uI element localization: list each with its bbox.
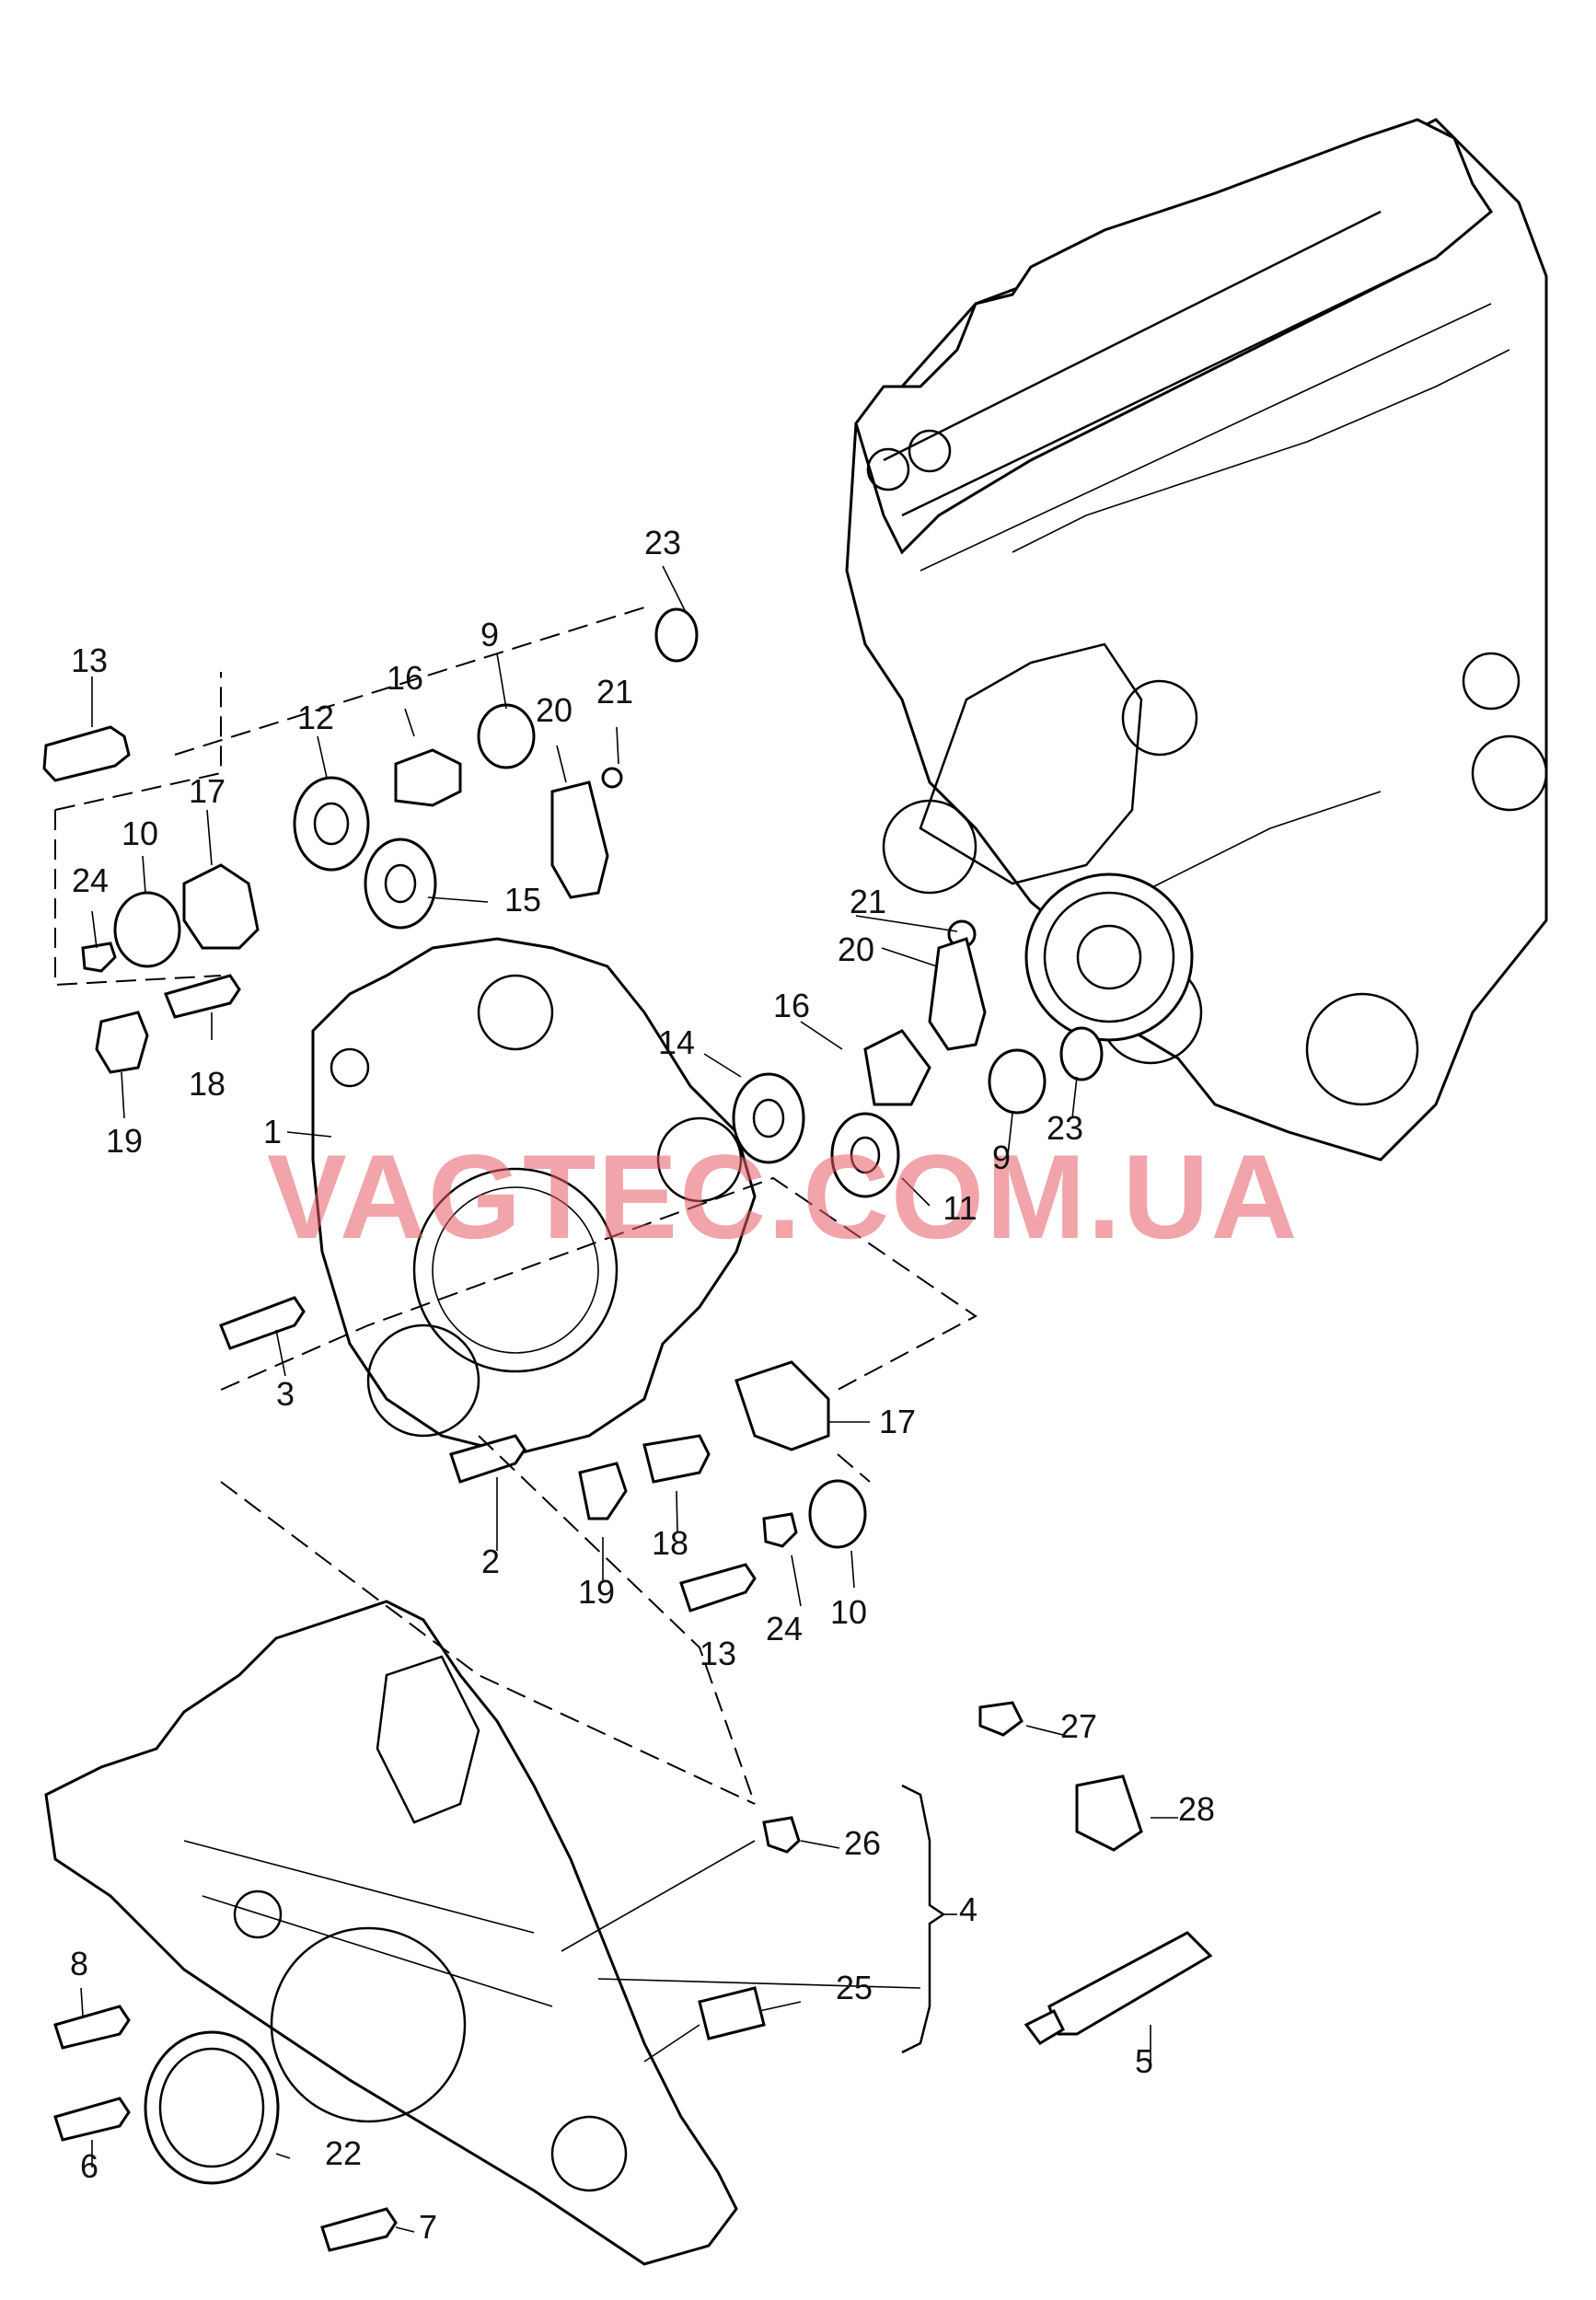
callout-24-mid: 24 [765,1610,804,1647]
callout-5: 5 [1134,2042,1154,2080]
callout-21-mid: 21 [849,883,887,920]
watermark: VAGTEC.COM.UA [267,1129,1300,1264]
dashed-assembly-lines [54,607,977,1805]
mid-small-parts [863,919,1104,1115]
callout-7: 7 [418,2208,438,2246]
callout-16-top: 16 [386,659,424,697]
callout-23-top: 23 [643,524,682,561]
callout-20-mid: 20 [837,930,875,968]
callout-2: 2 [480,1543,501,1580]
gear-12 [293,776,370,872]
callout-18-top: 18 [188,1065,226,1103]
right-small-parts [698,1701,1213,2045]
callout-27: 27 [1059,1707,1098,1745]
callout-19-mid: 19 [577,1573,616,1611]
callout-9-top: 9 [480,616,500,653]
engine-block [845,118,1548,1162]
callout-17-top: 17 [188,772,226,810]
callout-24-top: 24 [71,861,110,899]
camshaft-gear [1024,873,1194,1042]
leader-lines [80,565,1178,2233]
callout-6: 6 [79,2147,99,2185]
callout-28: 28 [1177,1790,1216,1828]
callout-18-mid: 18 [651,1524,689,1562]
lower-small-parts [219,1296,867,1612]
callout-23-mid: 23 [1046,1109,1084,1147]
callout-17-mid: 17 [878,1403,917,1440]
callout-12: 12 [296,699,335,736]
callout-11: 11 [943,1189,977,1227]
callout-15: 15 [503,881,542,919]
callout-1: 1 [262,1113,283,1150]
gear-carrier-plate [311,937,757,1456]
small-bolts [53,2005,398,2252]
callout-13-top: 13 [70,641,109,679]
callout-10-mid: 10 [829,1593,868,1631]
gear-15 [364,838,437,930]
callout-25: 25 [835,1969,873,2006]
callout-19-top: 19 [105,1122,144,1160]
upper-small-parts [42,607,699,1074]
timing-cover [44,1600,738,2266]
callout-3: 3 [275,1375,295,1413]
callout-13-mid: 13 [699,1635,737,1672]
callout-16-mid: 16 [772,987,811,1024]
callout-26: 26 [843,1824,882,1862]
seal-22 [144,2030,280,2185]
callout-22: 22 [324,2134,363,2172]
callout-4: 4 [958,1890,978,1928]
gear-14 [732,1072,805,1164]
callout-20-top: 20 [535,691,573,729]
callout-10-top: 10 [121,815,159,852]
callout-9-mid: 9 [991,1138,1012,1176]
gear-11 [830,1112,900,1198]
callout-21-top: 21 [596,673,634,711]
callout-8: 8 [69,1945,89,1982]
callout-14: 14 [657,1023,696,1061]
